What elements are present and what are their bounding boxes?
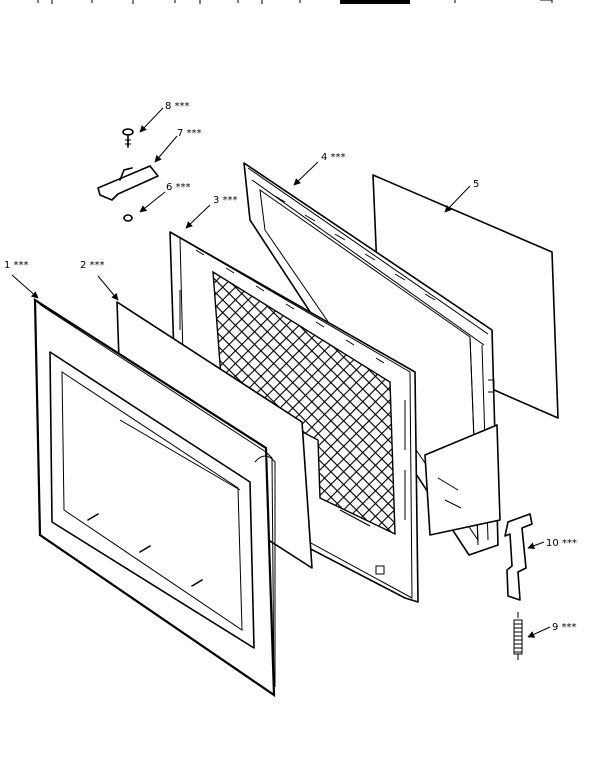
top-edge-artifacts bbox=[37, 0, 553, 4]
callout-labels: 1 *** 2 *** 3 *** 4 *** 5 6 *** 7 *** 8 … bbox=[4, 101, 577, 633]
callout-3: 3 *** bbox=[213, 195, 238, 206]
callout-4: 4 *** bbox=[321, 152, 346, 163]
part-6-screw bbox=[123, 214, 133, 222]
callout-7: 7 *** bbox=[177, 128, 202, 139]
callout-9: 9 *** bbox=[552, 622, 577, 633]
part-7-hinge-bracket bbox=[97, 165, 159, 201]
callout-10: 10 *** bbox=[546, 538, 577, 549]
part-8-hinge-pin bbox=[122, 128, 134, 148]
callout-6: 6 *** bbox=[166, 182, 191, 193]
leader-lines bbox=[11, 107, 551, 638]
callout-8: 8 *** bbox=[165, 101, 190, 112]
callout-1: 1 *** bbox=[4, 260, 29, 271]
callout-2: 2 *** bbox=[80, 260, 105, 271]
part-9-spring bbox=[513, 612, 523, 660]
callout-5: 5 bbox=[473, 179, 479, 190]
part-10-latch-lever bbox=[504, 513, 533, 601]
part-1-outer-door bbox=[33, 297, 276, 698]
